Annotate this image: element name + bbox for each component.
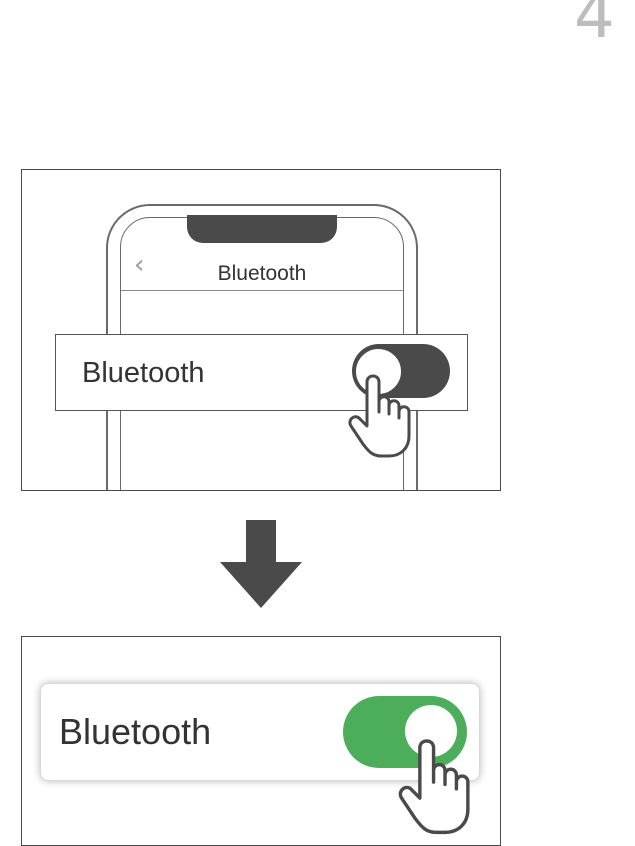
tapping-hand-icon: [347, 370, 417, 460]
phone-notch: [187, 215, 337, 243]
after-illustration-panel: Bluetooth: [21, 636, 501, 846]
bluetooth-setting-label: Bluetooth: [82, 357, 205, 390]
phone-screen-title: Bluetooth: [121, 262, 403, 286]
tapping-hand-icon: [397, 733, 477, 838]
screen-divider: [121, 290, 403, 291]
down-arrow-icon: [220, 520, 302, 610]
bluetooth-setting-label: Bluetooth: [59, 711, 211, 753]
before-illustration-panel: ‹ Bluetooth Bluetooth: [21, 169, 501, 491]
step-number: 4: [574, 0, 615, 48]
